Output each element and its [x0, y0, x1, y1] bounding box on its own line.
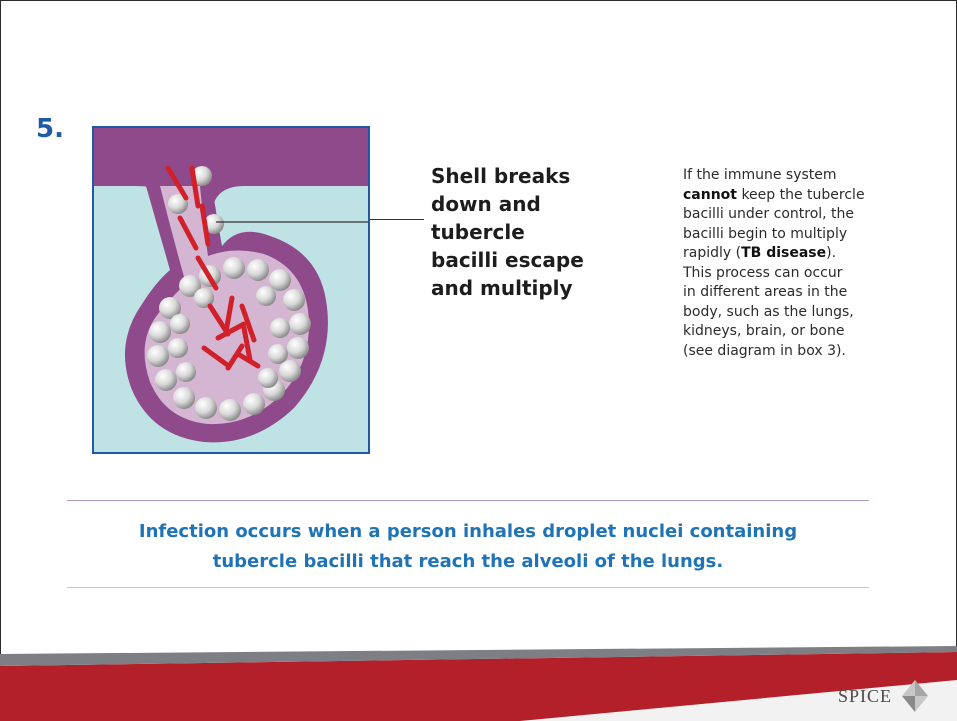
footer-band: [0, 640, 957, 721]
callout-connector: [370, 219, 424, 220]
caption-line: and multiply: [431, 274, 631, 302]
step-number: 5.: [36, 114, 64, 144]
description-fragment: keep the tubercle: [737, 187, 865, 203]
emphasis-cannot: cannot: [683, 187, 737, 203]
description-line: cannot keep the tubercle: [683, 186, 908, 206]
summary-line: tubercle bacilli that reach the alveoli …: [67, 547, 869, 577]
caption-line: tubercle: [431, 218, 631, 246]
description-fragment: rapidly (: [683, 245, 741, 261]
alveolus-diagram: [94, 128, 368, 452]
divider-bottom: [67, 587, 869, 588]
caption-line: Shell breaks: [431, 162, 631, 190]
description-line: in different areas in the: [683, 283, 908, 303]
description-line: rapidly (TB disease).: [683, 244, 908, 264]
summary-line: Infection occurs when a person inhales d…: [67, 517, 869, 547]
description-line: kidneys, brain, or bone: [683, 322, 908, 342]
description-line: If the immune system: [683, 166, 908, 186]
diamond-logo-icon: [902, 680, 928, 712]
tissue-upper: [94, 128, 368, 210]
logo-text: SPICE: [838, 686, 892, 707]
caption-line: down and: [431, 190, 631, 218]
step-caption: Shell breaks down and tubercle bacilli e…: [431, 162, 631, 302]
description-text: If the immune system cannot keep the tub…: [683, 166, 908, 361]
description-line: bacilli under control, the: [683, 205, 908, 225]
description-fragment: ).: [826, 245, 836, 261]
description-line: body, such as the lungs,: [683, 303, 908, 323]
alveolus-illustration: [92, 126, 370, 454]
caption-line: bacilli escape: [431, 246, 631, 274]
summary-statement: Infection occurs when a person inhales d…: [67, 517, 869, 577]
emphasis-tb-disease: TB disease: [741, 245, 826, 261]
description-line: This process can occur: [683, 264, 908, 284]
description-line: (see diagram in box 3).: [683, 342, 908, 362]
divider-top: [67, 500, 869, 501]
description-line: bacilli begin to multiply: [683, 225, 908, 245]
